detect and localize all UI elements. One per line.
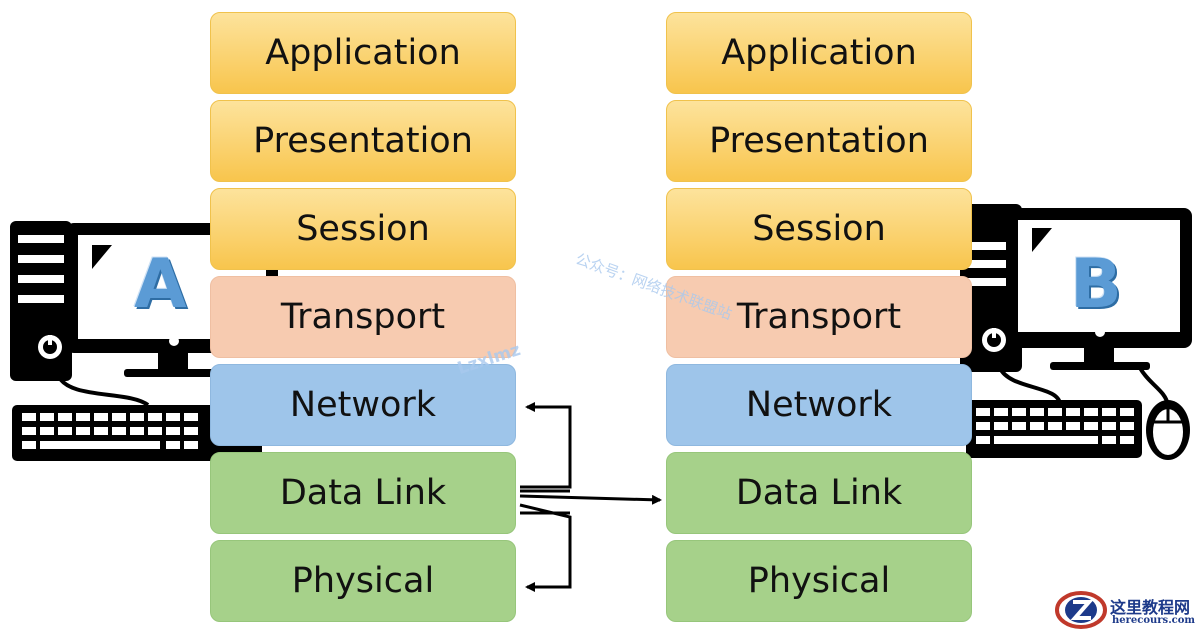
data-link-arrows <box>519 402 662 592</box>
stack-b-presentation-layer: Presentation <box>666 100 972 182</box>
stack-b-transport-layer: Transport <box>666 276 972 358</box>
stack-a-physical-layer: Physical <box>210 540 516 622</box>
computer-b-icon <box>960 204 1192 460</box>
stack-b-application-layer: Application <box>666 12 972 94</box>
arrow-to-physical <box>519 503 572 592</box>
stack-a-data-link-layer: Data Link <box>210 452 516 534</box>
stack-b-physical-layer: Physical <box>666 540 972 622</box>
stack-b-data-link-layer: Data Link <box>666 452 972 534</box>
computer-a-label: A <box>134 245 187 324</box>
stack-b-network-layer: Network <box>666 364 972 446</box>
stack-a-application-layer: Application <box>210 12 516 94</box>
site-logo-name: 这里教程网 <box>1110 598 1191 617</box>
stack-b-session-layer: Session <box>666 188 972 270</box>
arrow-to-b-data-link <box>519 494 662 505</box>
arrow-to-network <box>520 402 572 489</box>
stack-a-session-layer: Session <box>210 188 516 270</box>
site-logo-url: herecours.com <box>1112 615 1196 626</box>
stack-a-transport-layer: Transport <box>210 276 516 358</box>
computer-b-label: B <box>1070 245 1122 324</box>
stack-a-presentation-layer: Presentation <box>210 100 516 182</box>
site-logo-icon <box>1055 591 1107 629</box>
stack-a-network-layer: Network <box>210 364 516 446</box>
